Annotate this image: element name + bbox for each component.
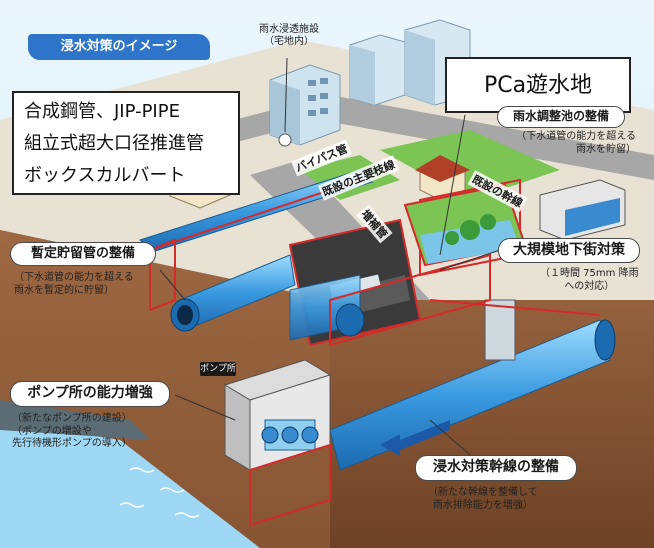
storage-pipe-opening: [177, 305, 193, 325]
temporary-storage-note: （下水道管の能力を超える 雨水を暫定的に貯留）: [14, 272, 134, 296]
infiltration-facility-icon: [278, 133, 292, 147]
underground-mall-callout: 大規模地下街対策: [498, 238, 640, 263]
reinforcement-pipe-end: [335, 303, 365, 337]
callout-leader-lines: [159, 114, 501, 456]
underground-mall-note: （１時間 75mm 降雨 への対応）: [540, 268, 639, 292]
trunk-line-end: [594, 319, 616, 361]
infiltration-leader-line: [284, 57, 288, 133]
retention-tank-water: [565, 198, 620, 236]
pca-label: PCa遊水地: [483, 73, 593, 98]
water-waves: [119, 467, 200, 518]
river-embankment: [0, 400, 150, 440]
pump-station-building: [223, 359, 332, 471]
pump-capacity-callout: ポンプ所の能力増強: [10, 381, 170, 407]
road-right: [320, 95, 654, 180]
storage-pond-water: [420, 220, 520, 264]
pca-retention-pond-box: PCa遊水地: [445, 57, 631, 113]
building-group-left: [269, 64, 341, 146]
pipe-type-1: 合成鋼管、JIP-PIPE: [24, 101, 180, 122]
vertical-shaft: [484, 299, 516, 361]
storage-basin-callout: 雨水調整池の整備: [497, 106, 625, 128]
trunk-line-callout: 浸水対策幹線の整備: [415, 455, 577, 481]
title-badge: 浸水対策のイメージ: [28, 34, 210, 60]
storage-basin-note: （下水道管の能力を超える 雨水を貯留）: [516, 131, 636, 155]
trunk-line-note: （新たな幹線を整備して 雨水排除能力を増強）: [428, 487, 538, 511]
temporary-storage-callout: 暫定貯留管の整備: [10, 242, 156, 266]
pump-capacity-note: （新たなポンプ所の建設） （ポンプの増設や 先行待機形ポンプの導入）: [12, 413, 132, 449]
rain-infiltration-label: 雨水浸透施設 （宅地内）: [259, 24, 319, 47]
pump-station-label: ポンプ所: [200, 362, 236, 376]
lawn-block-1: [380, 130, 560, 200]
flow-direction-arrow: [380, 420, 450, 456]
pipe-type-2: 組立式超大口径推進管: [24, 133, 204, 154]
title-badge-text: 浸水対策のイメージ: [60, 39, 178, 54]
tree-2: [480, 214, 496, 230]
pipe-types-box: 合成鋼管、JIP-PIPE 組立式超大口径推進管 ボックスカルバート: [12, 91, 240, 195]
tree-3: [445, 231, 459, 245]
pipe-type-3: ボックスカルバート: [24, 165, 186, 186]
tree-1: [460, 220, 480, 240]
